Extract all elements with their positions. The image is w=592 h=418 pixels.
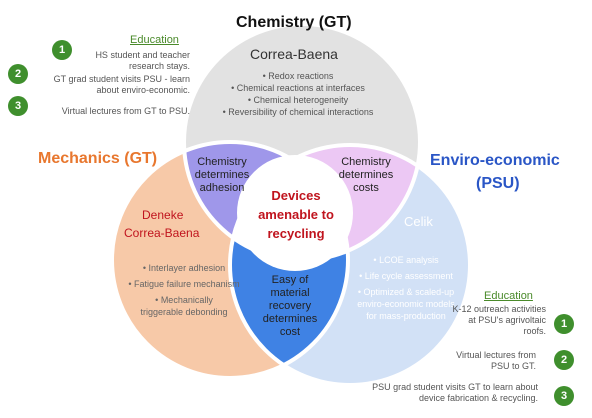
- list-item: Fatigue failure mechanism: [124, 278, 244, 290]
- number-badge-3: 3: [8, 96, 28, 116]
- chemistry-person: Correa-Baena: [250, 46, 338, 62]
- number-badge-2: 2: [8, 64, 28, 84]
- center-disc: [237, 155, 353, 271]
- enviro-items: LCOE analysis Life cycle assessment Opti…: [356, 254, 456, 322]
- list-item: Optimized & scaled-up enviro-economic mo…: [356, 286, 456, 322]
- chem-env-text: Chemistry determines costs: [338, 156, 394, 194]
- center-text: Devices amenable to recycling: [258, 188, 334, 241]
- education-psu-item-2: Virtual lectures from PSU to GT.: [456, 350, 536, 371]
- education-psu-item-1: K-12 outreach activities at PSU's agrivo…: [452, 304, 546, 336]
- education-gt-item-3: Virtual lectures from GT to PSU.: [61, 106, 190, 116]
- mechanics-person-1: Deneke: [142, 208, 184, 222]
- list-item: Interlayer adhesion: [124, 262, 244, 274]
- mechanics-items: Interlayer adhesion Fatigue failure mech…: [124, 262, 244, 318]
- mechanics-person-2: Correa-Baena: [124, 226, 200, 240]
- enviro-title-line1: Enviro-economic: [430, 152, 560, 169]
- list-item: LCOE analysis: [356, 254, 456, 266]
- list-item: Chemical reactions at interfaces: [188, 82, 408, 94]
- chemistry-title: Chemistry (GT): [236, 14, 352, 31]
- enviro-title-line2: (PSU): [476, 175, 520, 192]
- education-psu-title: Education: [484, 290, 533, 302]
- number-badge-1: 1: [52, 40, 72, 60]
- mech-env-text: Easy of material recovery determines cos…: [262, 274, 318, 338]
- education-gt-title: Education: [130, 34, 179, 46]
- education-gt-item-1: HS student and teacher research stays.: [95, 50, 190, 71]
- enviro-person: Celik: [404, 214, 433, 229]
- number-badge-1: 1: [554, 314, 574, 334]
- list-item: Redox reactions: [188, 70, 408, 82]
- chemistry-items: Redox reactions Chemical reactions at in…: [188, 70, 408, 118]
- mechanics-title: Mechanics (GT): [38, 150, 158, 167]
- list-item: Mechanically triggerable debonding: [124, 294, 244, 318]
- education-psu-item-3: PSU grad student visits GT to learn abou…: [372, 382, 538, 403]
- list-item: Life cycle assessment: [356, 270, 456, 282]
- number-badge-3: 3: [554, 386, 574, 406]
- chem-mech-text: Chemistry determines adhesion: [194, 156, 250, 194]
- list-item: Reversibility of chemical interactions: [188, 106, 408, 118]
- number-badge-2: 2: [554, 350, 574, 370]
- education-gt-item-2: GT grad student visits PSU - learn about…: [53, 74, 190, 95]
- list-item: Chemical heterogeneity: [188, 94, 408, 106]
